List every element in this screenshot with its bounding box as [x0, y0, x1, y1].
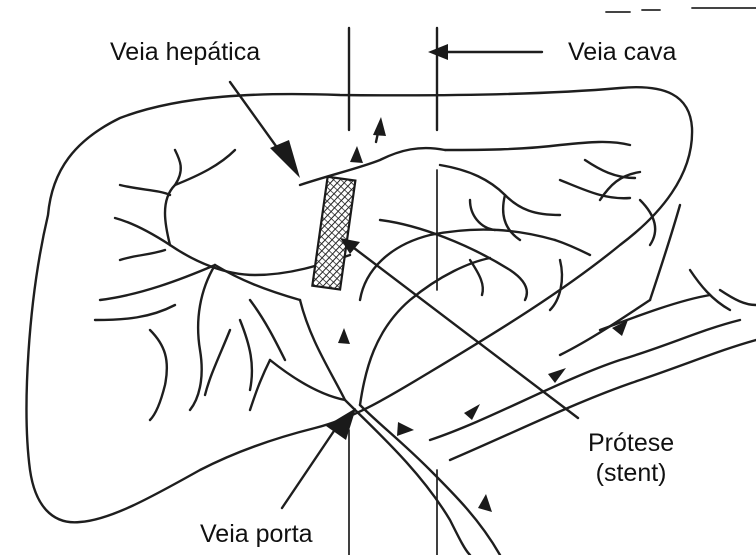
hepatic-vein-label: Veia hepática	[110, 38, 260, 66]
prosthesis-label-line1: Prótese	[588, 428, 674, 458]
vena-cava-label: Veia cava	[568, 38, 676, 66]
flow-arrows	[338, 117, 628, 512]
label-arrows	[230, 44, 578, 508]
prosthesis-label: Prótese (stent)	[588, 428, 674, 488]
hepatic-vein-branches	[300, 142, 655, 310]
stent	[312, 177, 355, 290]
external-collaterals	[430, 205, 756, 460]
portal-vein-label: Veia porta	[200, 520, 313, 548]
prosthesis-label-line2: (stent)	[588, 458, 674, 488]
